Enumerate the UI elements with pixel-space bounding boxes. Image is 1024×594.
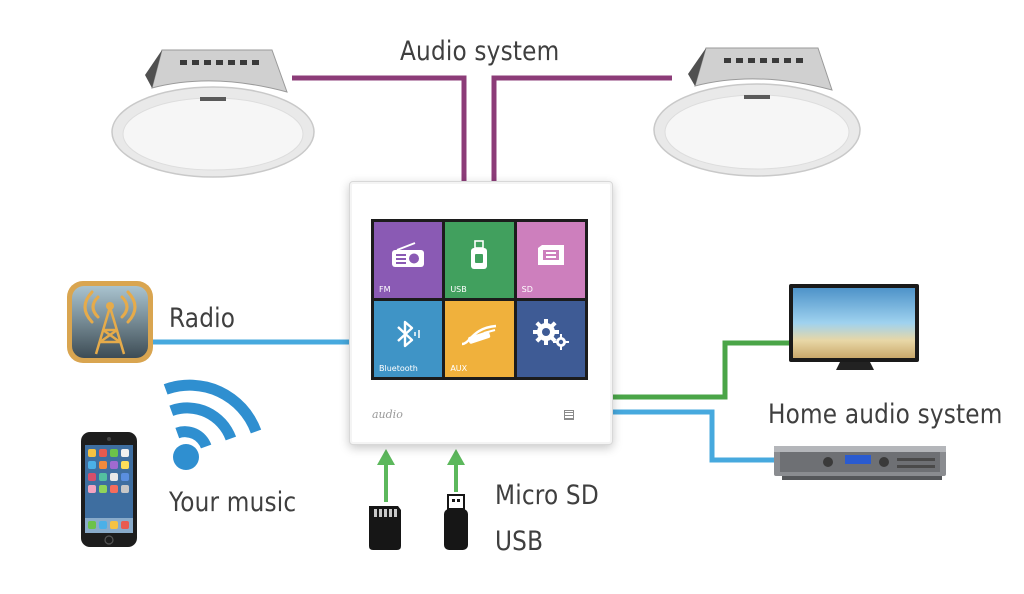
tile-label: FM: [379, 285, 391, 294]
tile-sd[interactable]: SD: [516, 222, 585, 298]
wireless-signal-icon: [163, 379, 262, 470]
connections: [152, 75, 792, 463]
menu-key-icon[interactable]: [564, 410, 574, 420]
tile-bluetooth[interactable]: Bluetooth: [374, 301, 443, 377]
micro-sd-card-icon: [369, 506, 401, 550]
audio-system-label: Audio system: [400, 36, 560, 67]
brand-logo: audio: [372, 408, 403, 421]
tv-line: [611, 340, 792, 400]
ceiling-speaker-left: [111, 49, 315, 178]
tile-label: SD: [521, 285, 533, 294]
settings-icon: [532, 319, 569, 351]
sd-card-icon: [537, 245, 564, 266]
arrow-usb-up: [447, 449, 465, 492]
tile-fm[interactable]: FM: [374, 222, 443, 298]
wall-control-panel: FM USB SD Bluetooth: [349, 181, 613, 445]
amplifier-icon: [774, 446, 946, 480]
tile-aux[interactable]: AUX: [445, 301, 514, 377]
left-speaker-line: [292, 75, 467, 181]
smartphone-icon: [81, 432, 137, 547]
usb-label: USB: [495, 526, 544, 557]
home-audio-line: [611, 409, 775, 463]
tile-label: Bluetooth: [379, 364, 418, 373]
tile-label: AUX: [450, 364, 468, 373]
radio-label: Radio: [169, 303, 236, 334]
bluetooth-icon: [397, 321, 420, 348]
home-audio-system-label: Home audio system: [768, 399, 1003, 430]
tile-label: USB: [450, 285, 467, 294]
tile-usb[interactable]: USB: [445, 222, 514, 298]
radio-app-icon: [67, 281, 153, 363]
usb-icon: [471, 240, 488, 270]
radio-icon: [392, 242, 425, 268]
aux-cable-icon: [462, 325, 497, 346]
tile-settings[interactable]: [516, 301, 585, 377]
right-speaker-line: [491, 75, 672, 181]
micro-sd-label: Micro SD: [495, 480, 599, 511]
touch-screen: FM USB SD Bluetooth: [371, 219, 588, 380]
television-icon: [789, 284, 919, 370]
ceiling-speaker-right: [653, 47, 861, 177]
your-music-label: Your music: [169, 487, 297, 518]
usb-stick-icon: [444, 494, 468, 550]
arrow-sd-up: [377, 449, 395, 502]
